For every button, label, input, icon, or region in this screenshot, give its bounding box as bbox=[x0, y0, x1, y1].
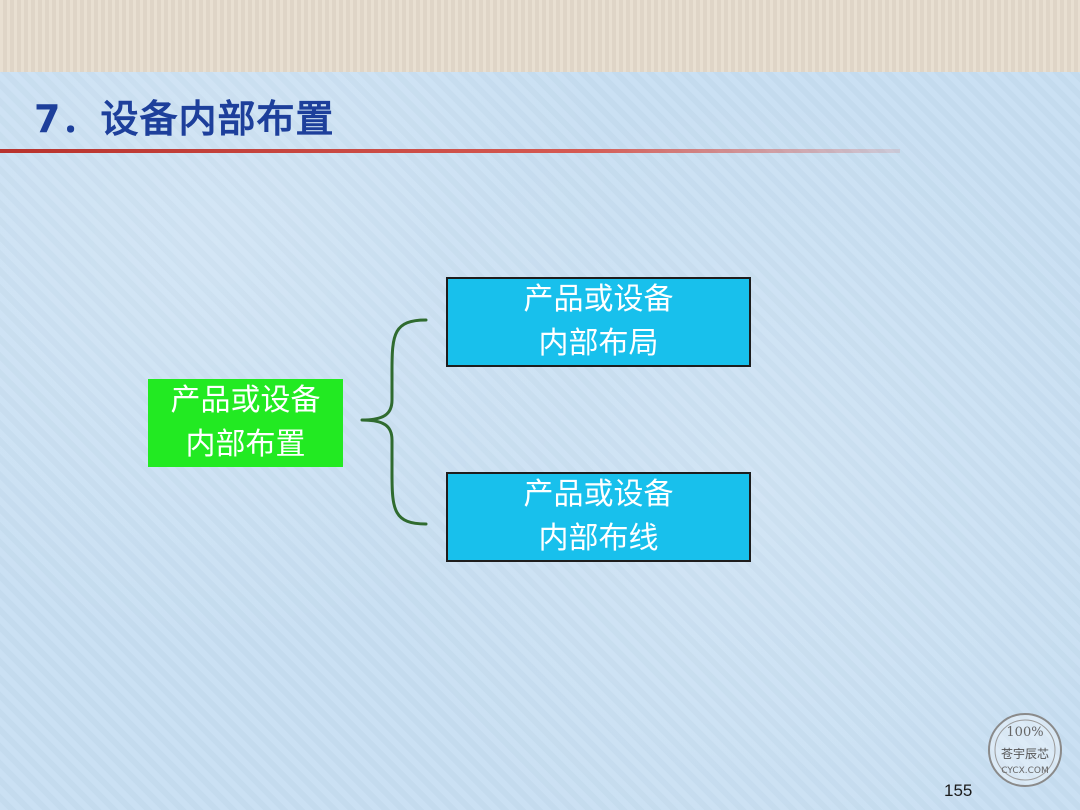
slide-title: 7．设备内部布置 bbox=[34, 97, 335, 141]
source-node-line1: 产品或设备 bbox=[170, 383, 321, 418]
target-node-layout-line2: 内部布局 bbox=[538, 326, 659, 361]
target-node-layout: 产品或设备 内部布局 bbox=[446, 277, 751, 367]
watermark-middle-text: 苍宇辰芯 bbox=[1001, 747, 1049, 761]
target-node-wiring: 产品或设备 内部布线 bbox=[446, 472, 751, 562]
page-number: 155 bbox=[944, 781, 973, 800]
target-node-wiring-line2: 内部布线 bbox=[538, 521, 659, 556]
target-node-wiring-line1: 产品或设备 bbox=[523, 477, 674, 512]
source-node-line2: 内部布置 bbox=[185, 427, 306, 462]
title-underline bbox=[0, 149, 900, 153]
watermark-seal: 100% 苍宇辰芯 CYCX.COM bbox=[988, 713, 1062, 787]
top-texture-band bbox=[0, 0, 1080, 72]
brace-connector bbox=[360, 318, 428, 526]
watermark-bottom-text: CYCX.COM bbox=[1001, 766, 1049, 776]
watermark-top-text: 100% bbox=[1006, 725, 1043, 740]
source-node: 产品或设备 内部布置 bbox=[148, 379, 343, 467]
target-node-layout-line1: 产品或设备 bbox=[523, 282, 674, 317]
